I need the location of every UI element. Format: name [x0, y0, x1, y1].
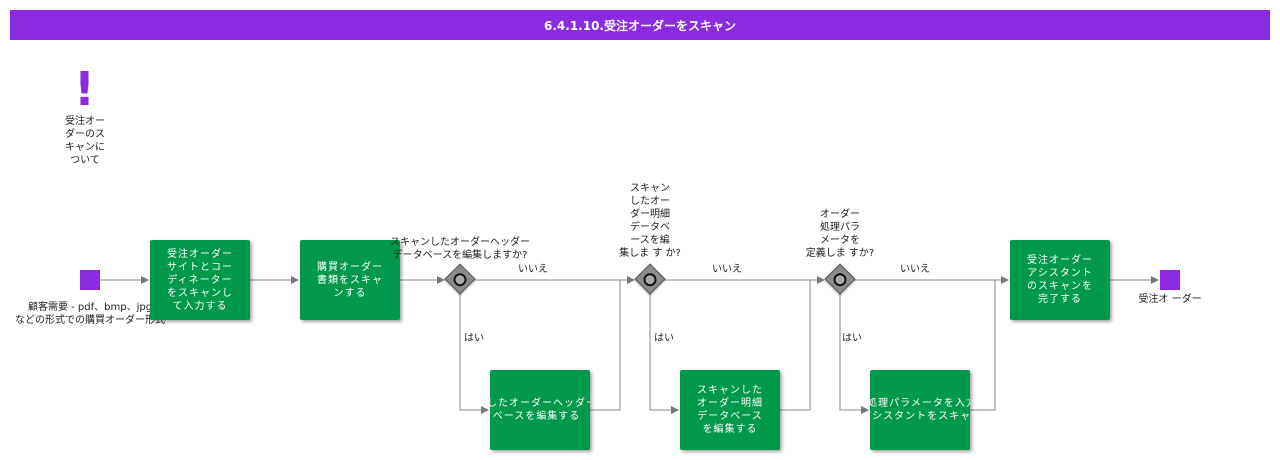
task-enter-order-params[interactable]: オーダー処理パラメータを入力 オーダーアシスタントをスキャン [870, 370, 970, 450]
branch-yes-label: はい [654, 333, 674, 344]
branch-no-label: いいえ [712, 264, 742, 275]
flow-gw3-yes [839, 294, 869, 414]
start-event-label: 顧客需要 - pdf、bmp、jpg などの形式での購買オーダー形式 [15, 302, 165, 326]
task-label: スキャンした オーダー明細 データベース を編集する [697, 385, 763, 435]
branch-no-label: いいえ [518, 264, 548, 275]
task-label: 受注オーダー サイトとコー ディネーター をスキャンし て入力する [167, 248, 233, 312]
flow-task6-back [970, 280, 996, 411]
gateway-question: オーダー 処理パラ メータを 定義しま すか? [805, 209, 875, 259]
branch-yes-label: はい [842, 333, 862, 344]
end-event[interactable] [1160, 270, 1180, 290]
flow-gw1-yes [459, 294, 489, 414]
task-complete-order-assistant[interactable]: 受注オーダー アシスタント のスキャンを 完了する [1010, 240, 1110, 320]
gateway-question: スキャンしたオーダーヘッダー データベースを編集しますか? [390, 237, 530, 261]
task-edit-detail-db[interactable]: スキャンした オーダー明細 データベース を編集する [680, 370, 780, 450]
diagram-title: 6.4.1.10.受注オーダーをスキャン [544, 18, 736, 33]
task-label: 購買オーダー 書類をスキャ ンする [317, 261, 383, 299]
start-event[interactable] [80, 270, 100, 290]
task-scan-input-site-coordinator[interactable]: 受注オーダー サイトとコー ディネーター をスキャンし て入力する [150, 240, 250, 320]
flow-gw2-yes [649, 294, 679, 414]
task-label: オーダー処理パラメータを入力 オーダーアシスタントをスキャン [870, 398, 970, 422]
flow-task5-back [780, 280, 811, 411]
flow-task3-back [590, 280, 621, 411]
task-scan-purchase-order[interactable]: 購買オーダー 書類をスキャ ンする [300, 240, 400, 320]
branch-yes-label: はい [464, 333, 484, 344]
task-label: 受注オーダー アシスタント のスキャンを 完了する [1027, 255, 1093, 305]
end-event-label: 受注オ ーダー [1138, 294, 1202, 305]
gateway-question: スキャン したオー ダー明細 データベ ースを編 集しま す か? [619, 183, 681, 259]
exclamation-icon: ! [74, 62, 95, 116]
branch-no-label: いいえ [900, 264, 930, 275]
note-label: 受注オー ダーのス キャンに ついて [65, 116, 105, 166]
diagram-title-bar: 6.4.1.10.受注オーダーをスキャン [10, 10, 1270, 40]
